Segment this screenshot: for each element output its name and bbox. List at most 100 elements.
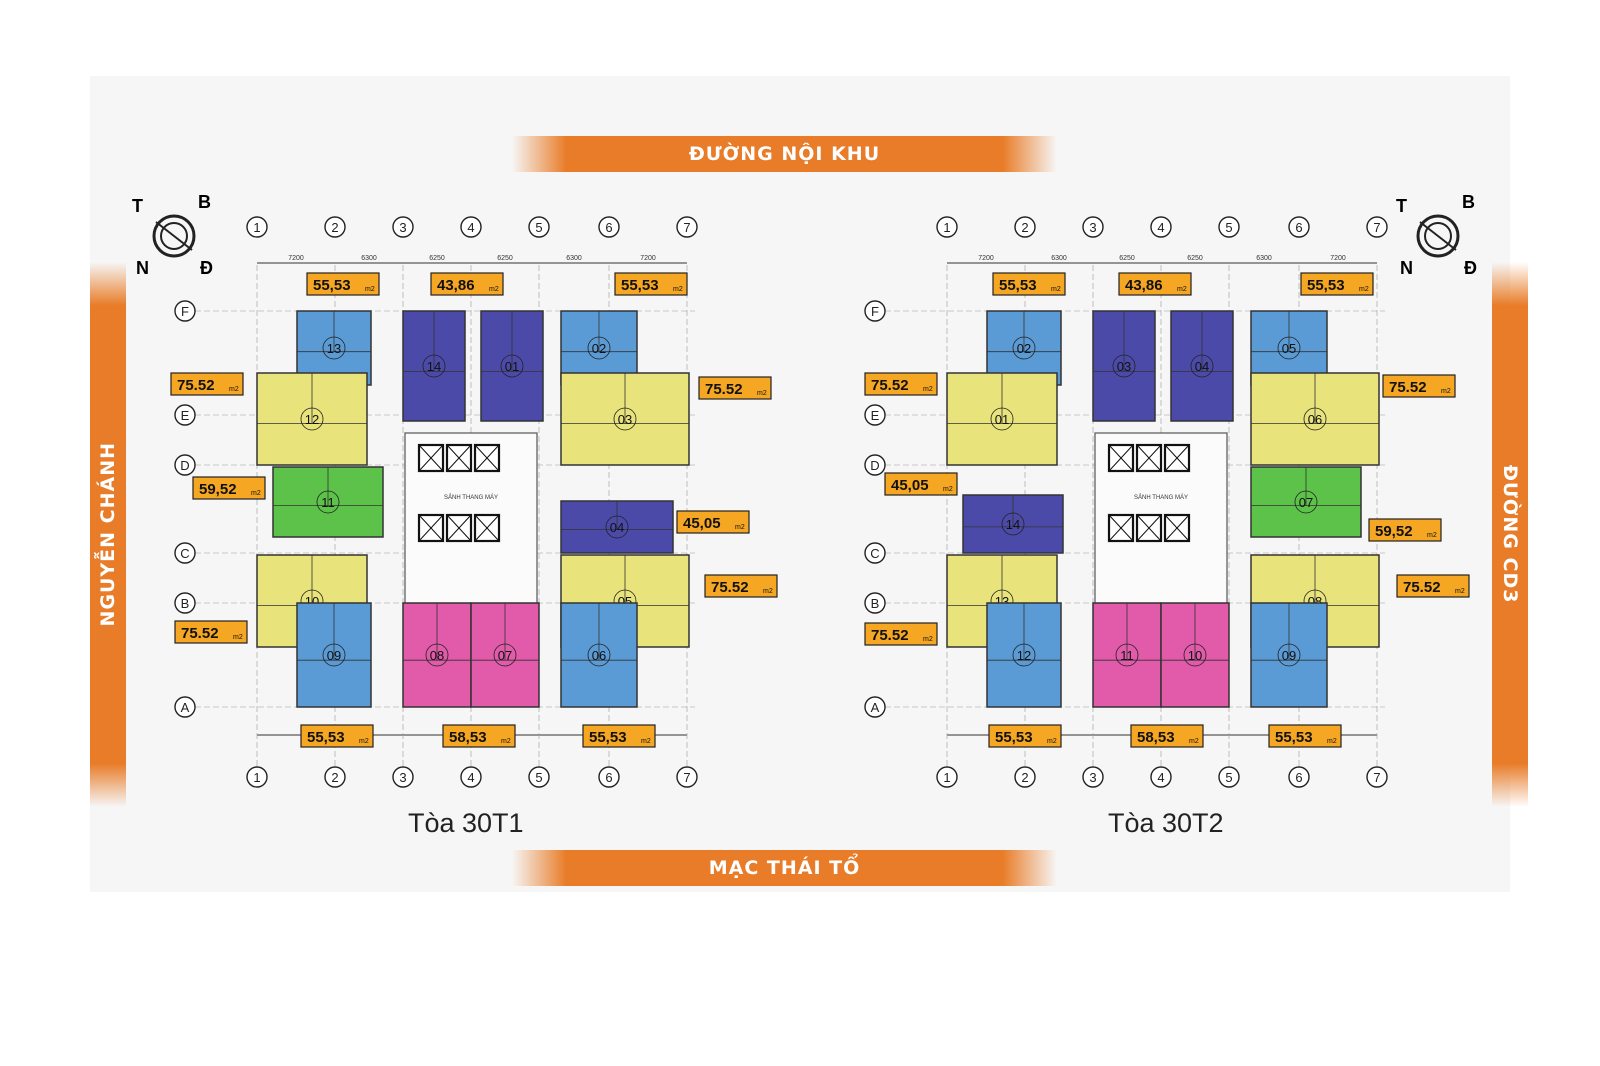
unit-number: 12 [1017,648,1031,663]
grid-axis-label: 4 [467,220,474,235]
grid-axis-label: C [180,546,189,561]
grid-axis-marker [864,454,886,476]
grid-axis-marker [324,216,346,238]
unit-number-circle [300,407,324,431]
grid-axis-label: 3 [1089,770,1096,785]
grid-axis-marker [864,300,886,322]
dimension-label: 6250 [429,255,445,262]
area-value: 45,05 [683,515,721,532]
tower-30t1-title: Tòa 30T1 [408,808,524,838]
grid-axis-marker [460,766,482,788]
apartment-unit: 12 [986,602,1062,708]
area-value: 43,86 [1125,277,1163,294]
unit-number: 03 [618,412,632,427]
unit-number: 14 [427,359,441,374]
elevator-cross [446,514,472,542]
unit-number: 07 [1299,495,1313,510]
unit-number: 05 [1282,341,1296,356]
street-right: ĐƯỜNG CD3 [1492,262,1528,807]
area-value: 55,53 [1275,729,1313,746]
unit-number-circle [1112,354,1136,378]
elevator-cross [1164,514,1190,542]
unit-number-circle [1303,407,1327,431]
grid-axis-label: 2 [331,770,338,785]
dimension-label: 6300 [1051,255,1067,262]
area-label-bg [988,724,1062,748]
unit-number: 02 [1017,341,1031,356]
area-label-bg [430,272,504,296]
unit-number: 03 [1117,359,1131,374]
grid-axis-label: E [871,408,880,423]
area-label-bg [1368,518,1442,542]
area-label-bg [306,272,380,296]
area-value: 55,53 [1307,277,1345,294]
area-label-bg [864,372,938,396]
apartment-unit: 14 [402,310,466,422]
grid-axis-label: B [871,596,880,611]
area-label-bg [582,724,656,748]
elevator-icon [473,443,501,473]
grid-axis-label: 7 [1373,770,1380,785]
grid-axis-marker [676,766,698,788]
area-value: 55,53 [621,277,659,294]
unit-number: 10 [1188,648,1202,663]
grid-axis-marker [1366,766,1388,788]
grid-axis-label: 7 [683,220,690,235]
elevator-icon [417,443,445,473]
unit-number-circle [1012,643,1036,667]
area-unit: m2 [501,738,511,745]
apartment-unit: 12 [256,372,368,466]
compass-d: Đ [200,258,213,278]
area-value: 75.52 [871,377,909,394]
unit-number: 09 [1282,648,1296,663]
grid-axis-marker [864,404,886,426]
dimension-label: 7200 [288,255,304,262]
compass-n: N [136,258,149,278]
unit-number: 01 [995,412,1009,427]
unit-number: 07 [498,648,512,663]
area-unit: m2 [1189,738,1199,745]
area-value: 43,86 [437,277,475,294]
grid-axis-label: A [181,700,190,715]
area-label-bg [884,472,958,496]
compass-n: N [1400,258,1413,278]
unit-number-circle [316,490,340,514]
grid-axis-label: D [870,458,879,473]
unit-number-circle [1277,643,1301,667]
unit-number-circle [1115,643,1139,667]
grid-axis-marker [1218,766,1240,788]
area-label-bg [992,272,1066,296]
area-unit: m2 [1177,286,1187,293]
area-unit: m2 [923,636,933,643]
unit-number: 06 [592,648,606,663]
unit-number-circle [587,643,611,667]
area-label-bg [1382,374,1456,398]
area-label-bg [300,724,374,748]
grid-axis-marker [1014,216,1036,238]
grid-axis-marker [174,454,196,476]
elevator-icon [1163,443,1191,473]
apartment-unit: 06 [1250,372,1380,466]
compass-right-icon: T B N Đ [1396,192,1477,278]
grid-axis-label: F [871,304,879,319]
grid-axis-label: 3 [1089,220,1096,235]
unit-number: 12 [305,412,319,427]
dimension-label: 6250 [1119,255,1135,262]
unit-number: 04 [1195,359,1209,374]
unit-number-circle [605,515,629,539]
grid-axis-label: 4 [467,770,474,785]
unit-number-circle [500,354,524,378]
grid-axis-label: 1 [943,220,950,235]
compass-t: T [1396,196,1407,216]
grid-axis-marker [174,592,196,614]
grid-axis-marker [392,766,414,788]
grid-axis-label: E [181,408,190,423]
grid-axis-marker [936,216,958,238]
